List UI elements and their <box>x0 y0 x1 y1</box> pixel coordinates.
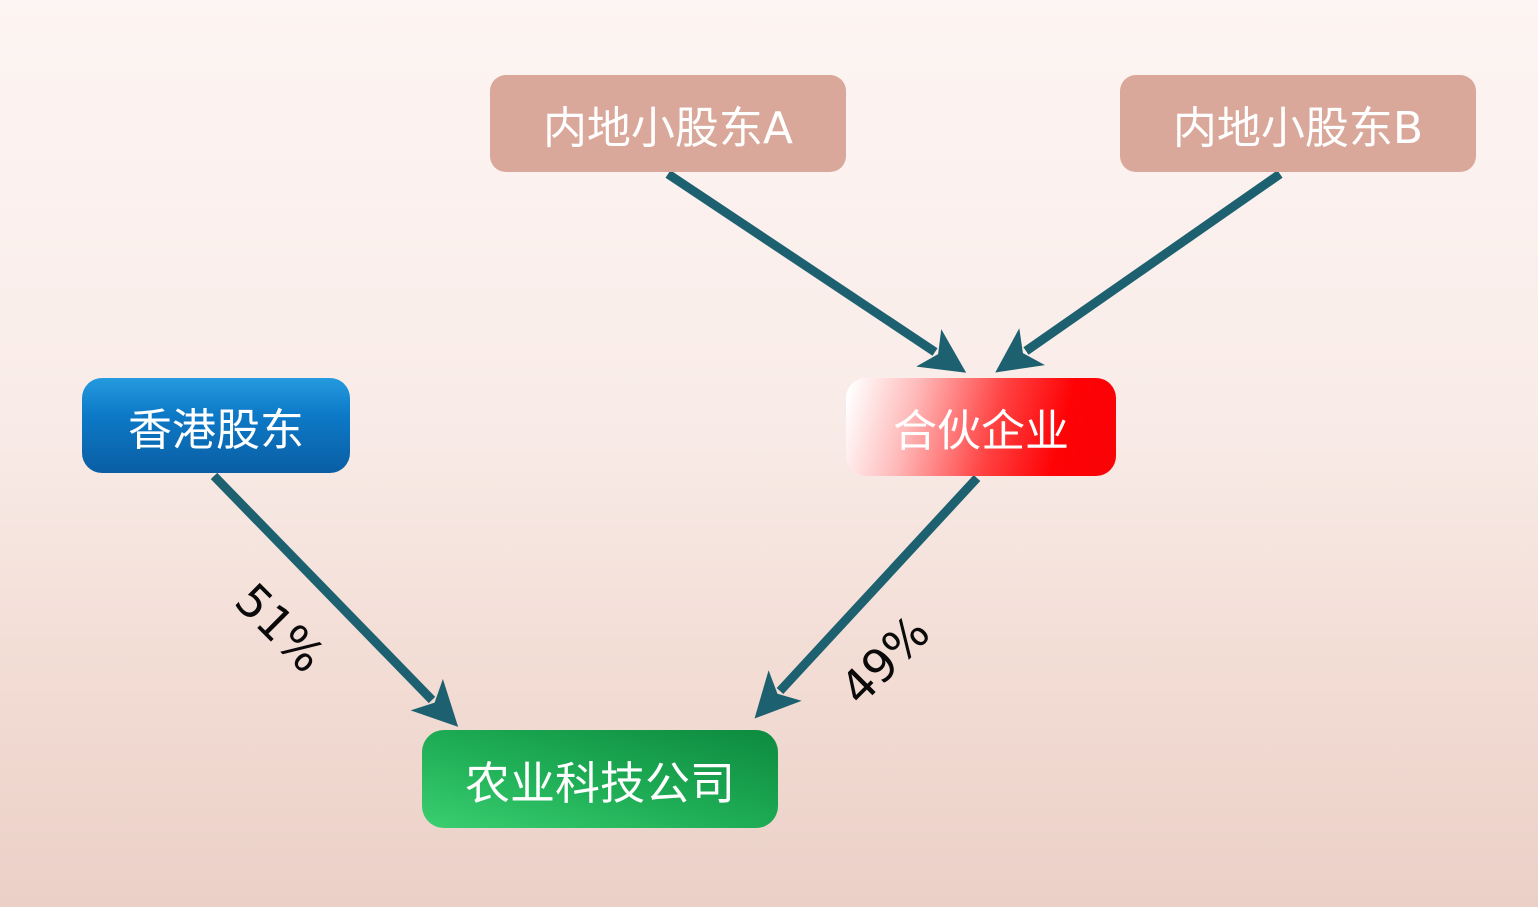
node-mainland-minor-shareholder-a-label: 内地小股东A <box>542 102 794 154</box>
edge-hongkong-to-agritech <box>210 472 459 727</box>
node-partnership-enterprise: 合伙企业 <box>846 378 1116 476</box>
node-hongkong-shareholder: 香港股东 <box>82 378 350 473</box>
node-hongkong-shareholder-label: 香港股东 <box>128 404 304 456</box>
node-agritech-company-label: 农业科技公司 <box>464 756 735 810</box>
node-mainland-minor-shareholder-b: 内地小股东B <box>1120 75 1476 172</box>
edge-shareholder-a-to-partnership <box>665 170 967 373</box>
edge-shareholder-b-to-partnership <box>995 170 1283 373</box>
node-mainland-minor-shareholder-b-label: 内地小股东B <box>1172 102 1424 154</box>
edge-partnership-to-agritech <box>754 474 981 719</box>
node-mainland-minor-shareholder-a: 内地小股东A <box>490 75 846 172</box>
node-partnership-enterprise-label: 合伙企业 <box>893 406 1069 457</box>
node-agritech-company: 农业科技公司 <box>422 730 778 828</box>
